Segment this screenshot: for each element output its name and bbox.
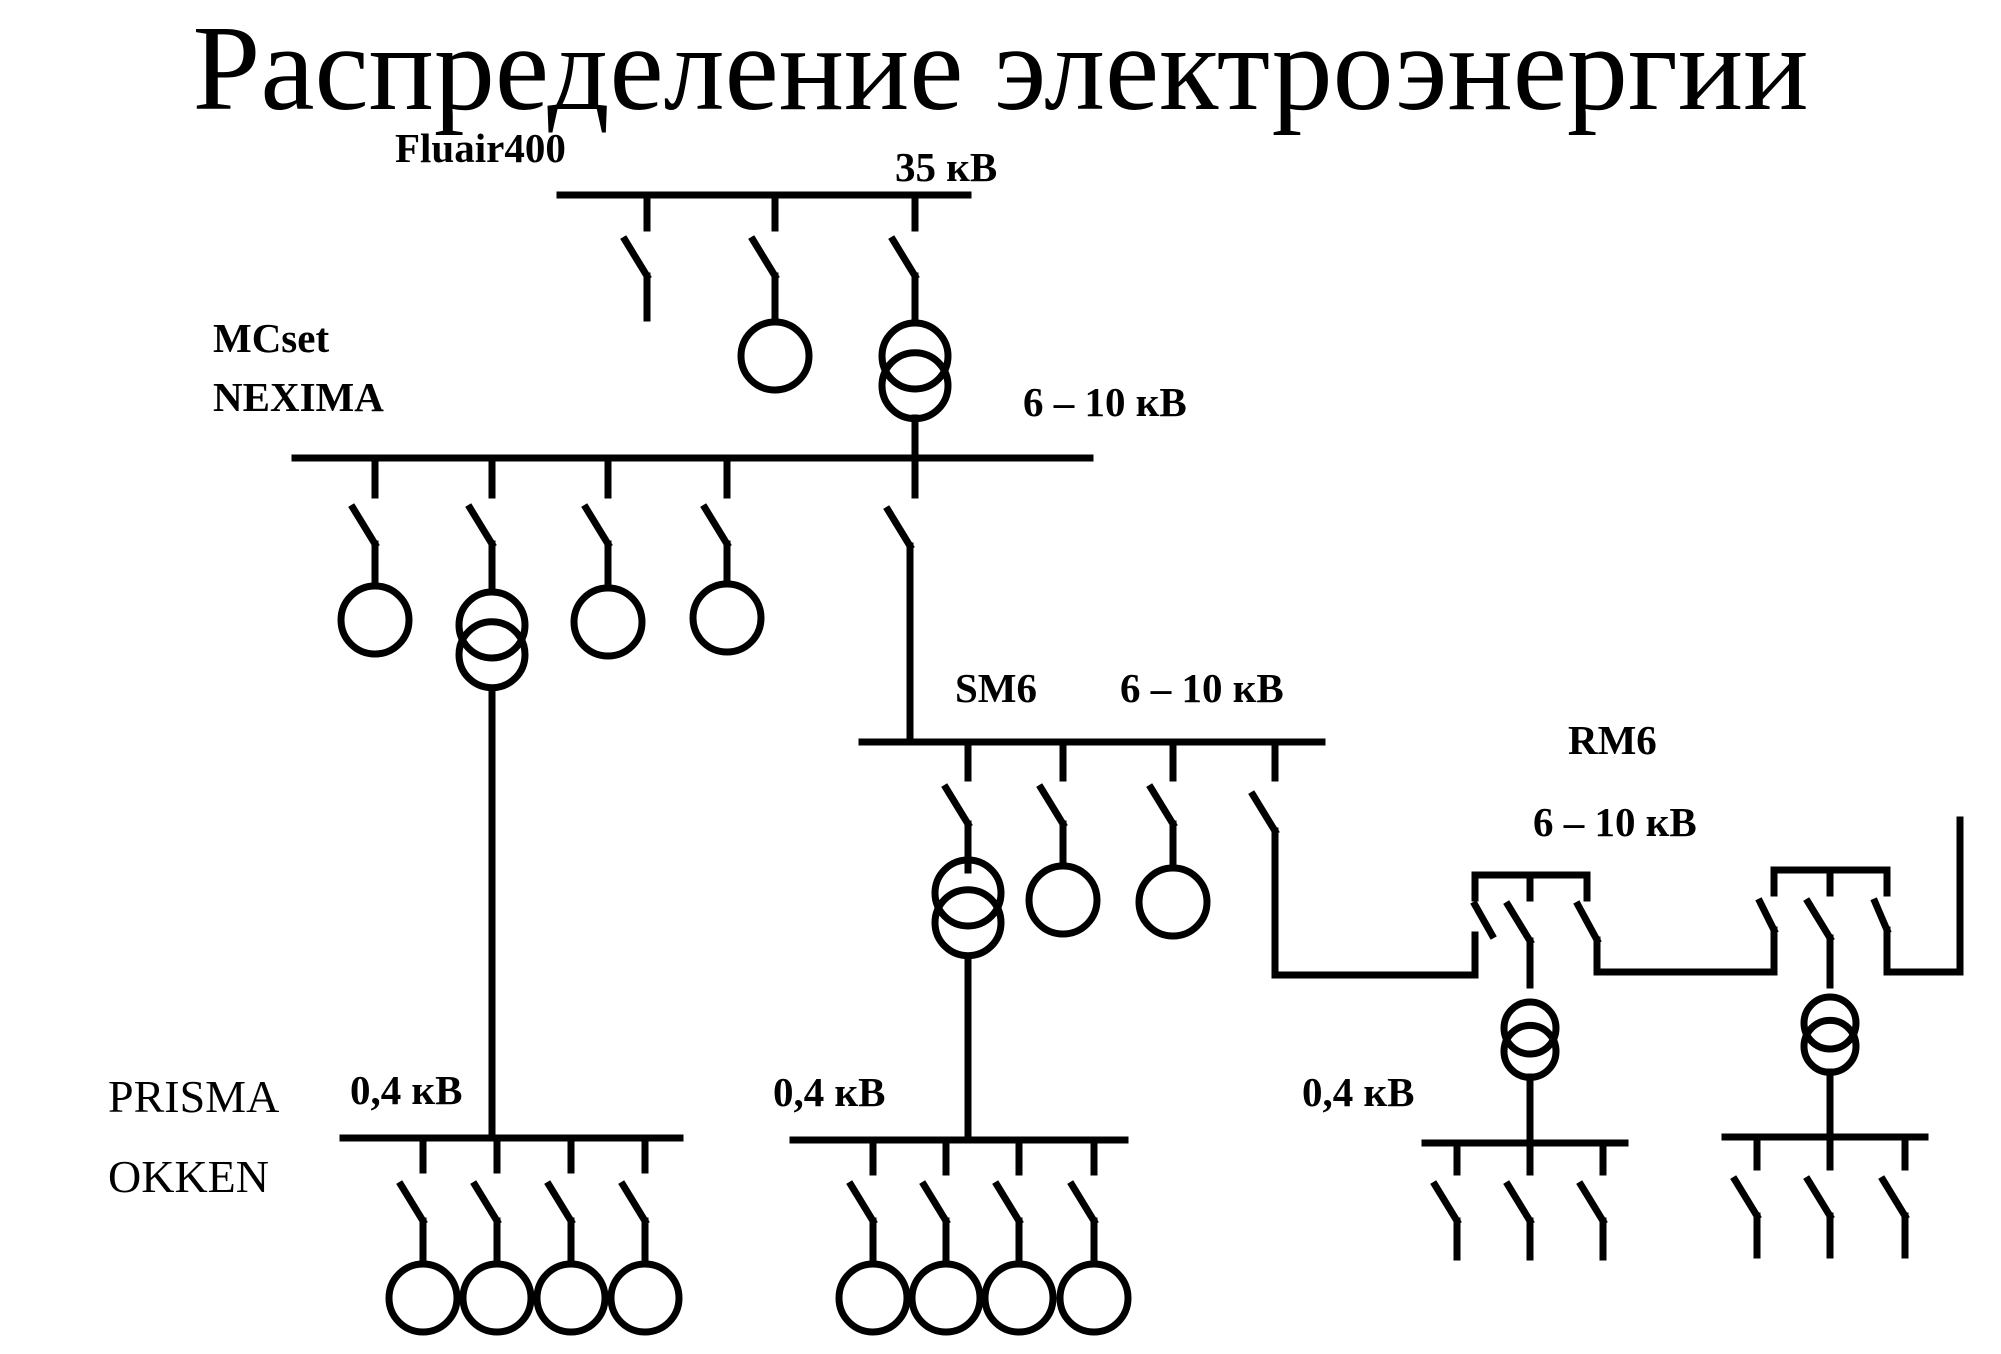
mcset-switch-1-blade bbox=[348, 503, 380, 549]
voltage-04kv-left-label: 0,4 кВ bbox=[350, 1067, 463, 1113]
fluair-switch-1-blade bbox=[620, 235, 652, 281]
rm6-2-lv-switch-3-blade bbox=[1878, 1175, 1910, 1221]
prisma-switch-3-blade bbox=[544, 1180, 576, 1226]
prisma-load-circle-2 bbox=[459, 1260, 535, 1336]
sm6-lv-load-circle-3 bbox=[981, 1260, 1057, 1336]
fluair-label: Fluair400 bbox=[395, 125, 566, 171]
rm6-1-lv-switch-3-blade bbox=[1576, 1180, 1608, 1226]
voltage-6-10kv-sm6-label: 6 – 10 кВ bbox=[1120, 665, 1284, 711]
okken-label: OKKEN bbox=[108, 1151, 269, 1202]
rm6-1-lv-switch-2-blade bbox=[1503, 1180, 1535, 1226]
ring-feeder-rm6-2-out bbox=[1883, 816, 1964, 976]
transformer-35-10kv-winding-1 bbox=[878, 319, 952, 393]
sm6-switch-3-blade bbox=[1146, 783, 1178, 829]
sm6-lv-switch-3-blade bbox=[992, 1180, 1024, 1226]
fluair-switch-2-blade bbox=[748, 235, 780, 281]
mcset-switch-4-blade bbox=[700, 503, 732, 549]
voltage-6-10kv-main-label: 6 – 10 кВ bbox=[1023, 379, 1187, 425]
prisma-switch-4-blade bbox=[618, 1180, 650, 1226]
voltage-6-10kv-rm6-label: 6 – 10 кВ bbox=[1533, 799, 1697, 845]
rm6-1-switch-in-blade bbox=[1470, 900, 1497, 940]
rm6-2-lv-switch-2-blade bbox=[1803, 1175, 1835, 1221]
mcset-label: MCset bbox=[213, 315, 330, 361]
mcset-switch-2-blade bbox=[465, 503, 497, 549]
rm6-2-lv-switch-1-blade bbox=[1730, 1175, 1762, 1221]
mcset-load-circle-2 bbox=[570, 584, 646, 660]
page-title: Распределение электроэнергии bbox=[192, 1, 1809, 136]
rm6-2-switch-tr-blade bbox=[1803, 897, 1835, 943]
sm6-switch-1-blade bbox=[941, 783, 973, 829]
transformer-sm6-winding-1 bbox=[931, 856, 1005, 930]
sm6-lv-switch-2-blade bbox=[919, 1180, 951, 1226]
fluair-load-circle bbox=[737, 318, 813, 394]
mcset-switch-5-blade bbox=[883, 505, 915, 551]
nexima-label: NEXIMA bbox=[213, 374, 384, 420]
sm6-load-circle-2 bbox=[1135, 864, 1211, 940]
mcset-switch-3-blade bbox=[581, 503, 613, 549]
rm6-label: RM6 bbox=[1568, 717, 1657, 763]
sm6-lv-load-circle-1 bbox=[835, 1260, 911, 1336]
sm6-lv-load-circle-2 bbox=[908, 1260, 984, 1336]
rm6-2-switch-out-blade bbox=[1870, 897, 1892, 935]
sm6-switch-2-blade bbox=[1036, 783, 1068, 829]
prisma-load-circle-4 bbox=[607, 1260, 683, 1336]
transformer-mcset-winding-1 bbox=[455, 588, 529, 662]
rm6-1-lv-switch-1-blade bbox=[1430, 1180, 1462, 1226]
sm6-lv-switch-4-blade bbox=[1067, 1180, 1099, 1226]
sm6-lv-load-circle-4 bbox=[1056, 1260, 1132, 1336]
mcset-load-circle-3 bbox=[689, 580, 765, 656]
rm6-2-switch-in-blade bbox=[1755, 897, 1779, 935]
rm6-1-switch-tr-blade bbox=[1503, 900, 1535, 946]
sm6-label: SM6 bbox=[955, 665, 1037, 711]
voltage-35kv-label: 35 кВ bbox=[895, 144, 998, 190]
prisma-load-circle-3 bbox=[533, 1260, 609, 1336]
sm6-load-circle-1 bbox=[1025, 862, 1101, 938]
transformer-rm6-2-winding-1 bbox=[1800, 993, 1860, 1053]
rm6-1-switch-out-blade bbox=[1573, 900, 1602, 945]
sm6-switch-4-blade bbox=[1248, 790, 1280, 836]
voltage-04kv-mid-label: 0,4 кВ bbox=[773, 1069, 886, 1115]
voltage-04kv-right-label: 0,4 кВ bbox=[1302, 1069, 1415, 1115]
mcset-load-circle-1 bbox=[337, 582, 413, 658]
prisma-label: PRISMA bbox=[108, 1071, 280, 1122]
transformer-rm6-1-winding-1 bbox=[1500, 998, 1560, 1058]
prisma-switch-1-blade bbox=[396, 1180, 428, 1226]
fluair-switch-3-blade bbox=[888, 235, 920, 281]
sm6-lv-switch-1-blade bbox=[846, 1180, 878, 1226]
prisma-load-circle-1 bbox=[385, 1260, 461, 1336]
prisma-switch-2-blade bbox=[470, 1180, 502, 1226]
